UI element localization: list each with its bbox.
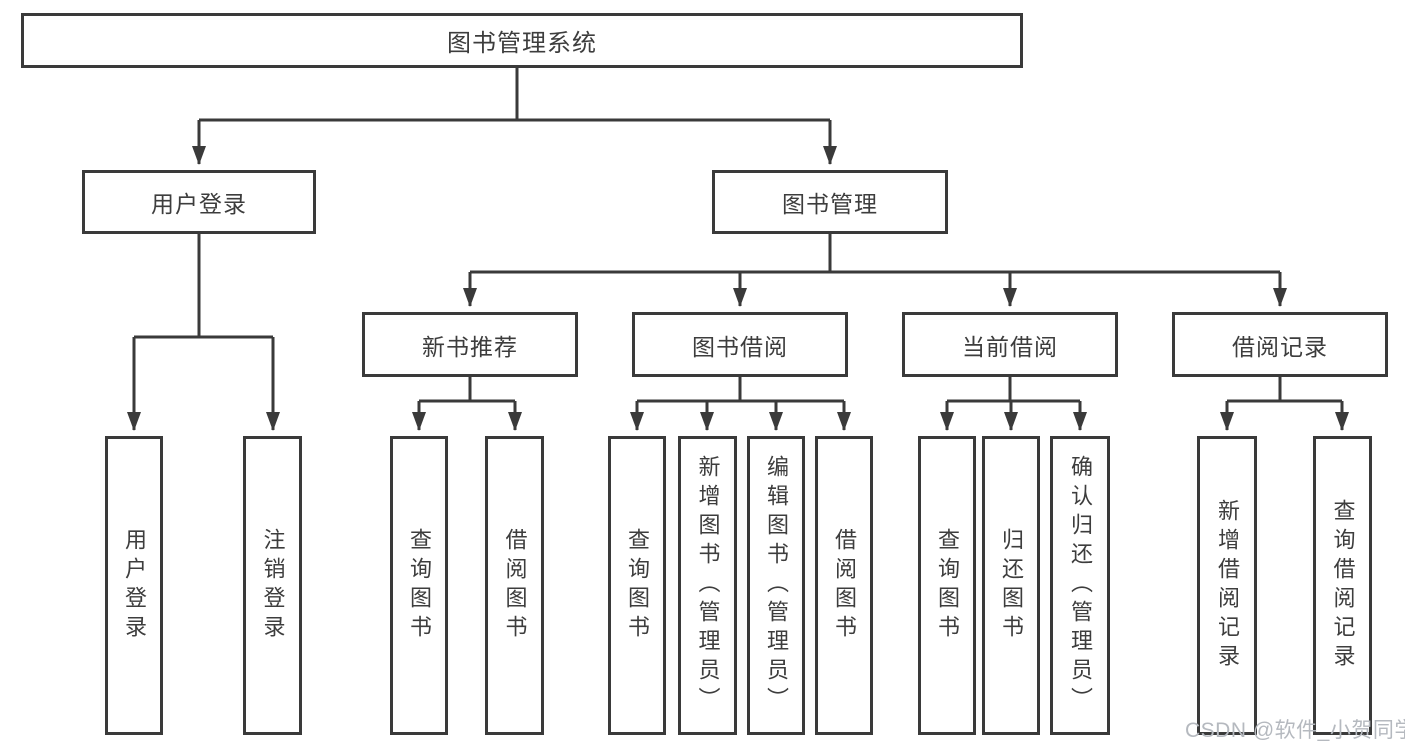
- leaf-label: 用户登录: [122, 527, 147, 644]
- leaf-label: 归还图书: [999, 527, 1024, 644]
- csdn-watermark: CSDN @软件_小贺同学: [1185, 719, 1405, 742]
- leaf-edit-books-admin: 编辑图书（管理员）: [747, 436, 805, 735]
- node-root-label: 图书管理系统: [447, 30, 597, 57]
- node-current-borrow: 当前借阅: [902, 312, 1118, 377]
- connector-book-borrow: [630, 377, 851, 431]
- node-label: 当前借阅: [962, 333, 1058, 360]
- node-borrow-record: 借阅记录: [1172, 312, 1388, 377]
- leaf-user-login: 用户登录: [105, 436, 163, 735]
- node-label: 新书推荐: [422, 333, 518, 360]
- node-new-book-recommend: 新书推荐: [362, 312, 578, 377]
- leaf-borrow-books: 借阅图书: [485, 436, 544, 735]
- leaf-label: 编辑图书（管理员）: [764, 455, 789, 716]
- leaf-label: 查询图书: [625, 527, 650, 644]
- node-book-borrow: 图书借阅: [632, 312, 848, 377]
- leaf-label: 注销登录: [260, 527, 286, 644]
- connector-new-book-recommend: [412, 377, 522, 431]
- connector-borrow-record: [1220, 377, 1349, 431]
- leaf-query-borrow-record: 查询借阅记录: [1313, 436, 1372, 735]
- leaf-label: 借阅图书: [832, 527, 857, 644]
- leaf-logout: 注销登录: [243, 436, 302, 735]
- node-user-login: 用户登录: [82, 170, 316, 234]
- leaf-borrow-books: 借阅图书: [815, 436, 873, 735]
- connector-root: [192, 68, 837, 165]
- leaf-label: 查询图书: [407, 527, 432, 644]
- leaf-label: 借阅图书: [502, 527, 528, 644]
- connector-current-borrow: [940, 377, 1087, 431]
- node-label: 图书借阅: [692, 333, 788, 360]
- node-label: 用户登录: [151, 191, 247, 217]
- node-label: 图书管理: [782, 191, 878, 217]
- leaf-add-books-admin: 新增图书（管理员）: [678, 436, 737, 735]
- leaf-query-books: 查询图书: [918, 436, 976, 735]
- leaf-label: 查询图书: [935, 527, 960, 644]
- leaf-query-books: 查询图书: [608, 436, 666, 735]
- leaf-add-borrow-record: 新增借阅记录: [1197, 436, 1257, 735]
- leaf-query-books: 查询图书: [390, 436, 448, 735]
- connector-user-login: [127, 234, 280, 431]
- node-label: 借阅记录: [1232, 333, 1328, 360]
- leaf-label: 确认归还（管理员）: [1068, 455, 1093, 716]
- leaf-return-books: 归还图书: [982, 436, 1040, 735]
- leaf-confirm-return-admin: 确认归还（管理员）: [1050, 436, 1110, 735]
- node-root: 图书管理系统: [21, 13, 1023, 68]
- connector-book-management: [463, 234, 1287, 307]
- leaf-label: 新增借阅记录: [1215, 498, 1240, 673]
- leaf-label: 新增图书（管理员）: [695, 455, 721, 716]
- leaf-label: 查询借阅记录: [1330, 498, 1356, 673]
- node-book-management: 图书管理: [712, 170, 948, 234]
